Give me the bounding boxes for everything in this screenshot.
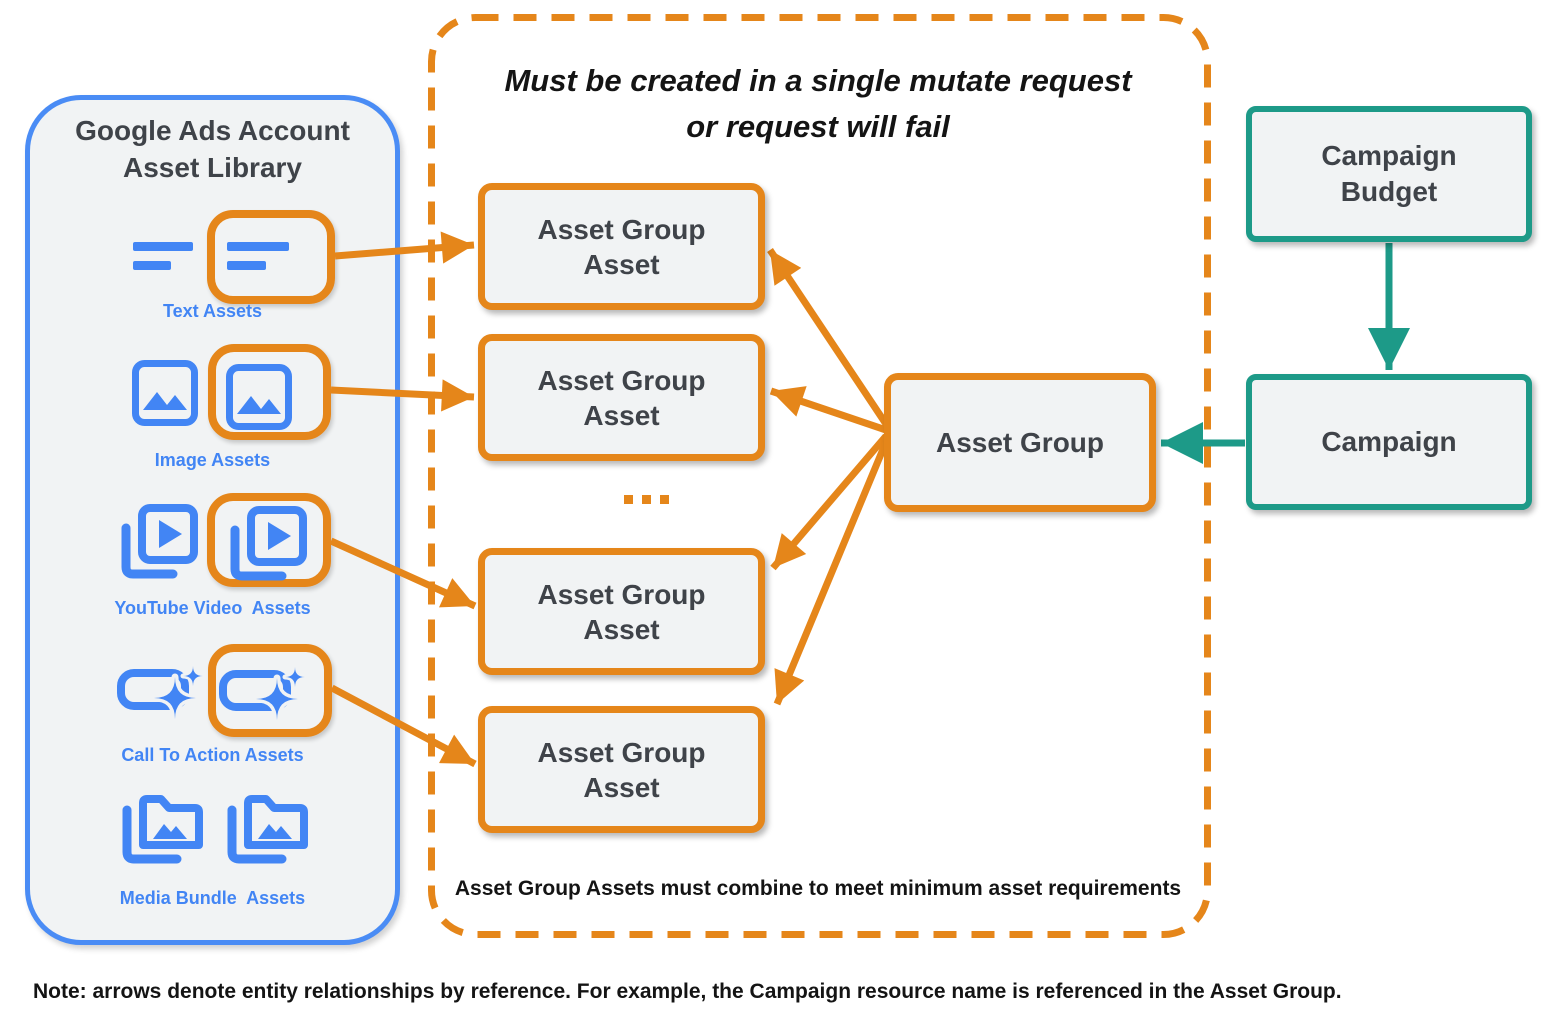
image-asset-icon [132,360,198,426]
youtube-video-asset-icon-highlighted [230,506,307,581]
call-to-action-assets-label: Call To Action Assets [121,745,304,765]
ellipsis [624,495,669,504]
text-assets-label: Text Assets [162,301,263,321]
campaign-budget-label: Campaign Budget [1321,139,1457,207]
asset-group-asset-label: Asset Group Asset [537,578,706,645]
asset-group-asset-label: Asset Group Asset [537,364,706,431]
image-asset-icon-highlighted [226,364,292,430]
text-asset-highlight-ring [207,210,335,304]
asset-group-asset-box-4: Asset Group Asset [478,706,765,833]
image-assets-label: Image Assets [154,450,271,470]
image-asset-highlight-ring [208,344,331,440]
asset-group-box: Asset Group [884,373,1156,512]
youtube-video-asset-highlight-ring [207,493,331,587]
asset-group-asset-box-2: Asset Group Asset [478,334,765,461]
text-asset-icon-highlighted [227,242,289,270]
asset-requirements-caption: Asset Group Assets must combine to meet … [454,877,1182,900]
footnote: Note: arrows denote entity relationships… [33,980,1342,1003]
campaign-budget-box: Campaign Budget [1246,106,1532,242]
media-bundle-assets-label: Media Bundle Assets [119,888,306,908]
mutate-request-title-line1: Must be created in a single mutate reque… [504,63,1132,98]
asset-group-fan-arrows [767,248,890,706]
asset-group-label: Asset Group [935,427,1105,458]
asset-library-title: Google Ads Account Asset Library [25,112,400,186]
asset-group-asset-box-1: Asset Group Asset [478,183,765,310]
asset-group-asset-box-3: Asset Group Asset [478,548,765,675]
call-to-action-asset-icon-highlighted [219,664,307,721]
text-asset-icon [133,242,193,270]
youtube-video-assets-label: YouTube Video Assets [114,598,311,618]
asset-group-asset-label: Asset Group Asset [537,736,706,803]
campaign-box: Campaign [1246,374,1532,510]
call-to-action-asset-highlight-ring [208,644,332,737]
media-bundle-asset-icon [122,795,203,864]
mutate-request-title: Must be created in a single mutate reque… [468,58,1168,150]
campaign-label: Campaign [1321,425,1457,457]
youtube-video-asset-icon [121,504,198,579]
asset-library-title-line1: Google Ads Account [75,115,350,146]
call-to-action-asset-icon [117,663,205,720]
asset-library-title-line2: Asset Library [123,152,302,183]
media-bundle-asset-icon-2 [227,795,308,864]
asset-group-asset-label: Asset Group Asset [537,213,706,280]
mutate-request-title-line2: or request will fail [686,109,950,144]
